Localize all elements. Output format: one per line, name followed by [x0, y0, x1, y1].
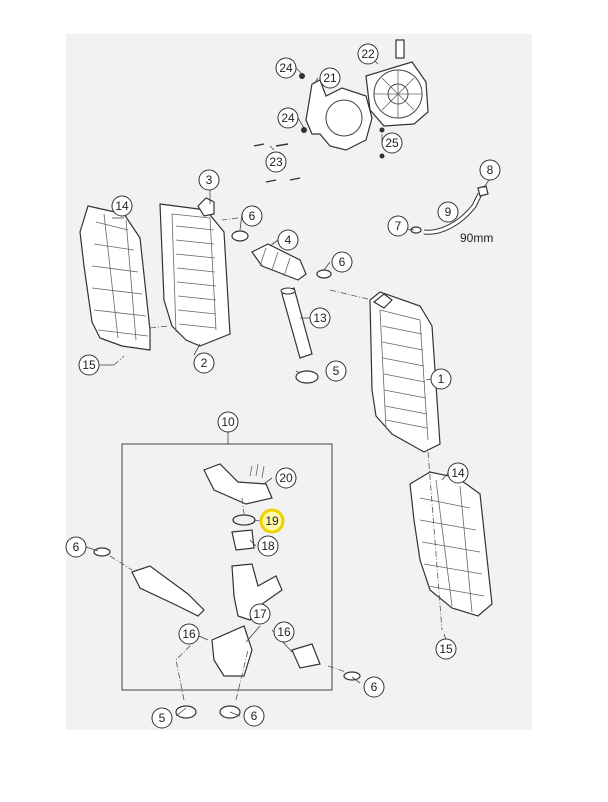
svg-text:6: 6	[371, 680, 378, 694]
callout-15-left[interactable]: 15	[78, 354, 100, 376]
svg-text:18: 18	[261, 539, 275, 553]
callout-17[interactable]: 17	[249, 603, 271, 625]
svg-text:24: 24	[279, 61, 293, 75]
callout-6-right-hose[interactable]: 6	[363, 676, 385, 698]
callout-9[interactable]: 9	[437, 201, 459, 223]
svg-text:5: 5	[333, 364, 340, 378]
svg-text:8: 8	[487, 163, 494, 177]
callout-4[interactable]: 4	[277, 229, 299, 251]
left-radiator-guard	[79, 205, 151, 351]
svg-text:19: 19	[265, 514, 279, 528]
svg-text:14: 14	[451, 466, 465, 480]
callout-5-bottom[interactable]: 5	[151, 707, 173, 729]
callout-2[interactable]: 2	[193, 352, 215, 374]
callout-16-right[interactable]: 16	[273, 621, 295, 643]
callout-3[interactable]: 3	[198, 169, 220, 191]
svg-text:25: 25	[385, 136, 399, 150]
svg-text:2: 2	[201, 356, 208, 370]
screws-23	[253, 143, 301, 183]
svg-text:10: 10	[221, 415, 235, 429]
svg-text:20: 20	[279, 471, 293, 485]
svg-text:24: 24	[281, 111, 295, 125]
callout-21[interactable]: 21	[319, 67, 341, 89]
callout-5-top[interactable]: 5	[325, 360, 347, 382]
left-radiator	[159, 197, 231, 347]
right-radiator-guard	[409, 471, 493, 617]
right-radiator	[369, 291, 441, 453]
radiator-tube	[280, 287, 313, 359]
svg-text:16: 16	[277, 625, 291, 639]
thermostat	[231, 529, 255, 551]
callout-6-bottom[interactable]: 6	[243, 705, 265, 727]
callout-6-left-hose[interactable]: 6	[65, 536, 87, 558]
fan-bracket	[305, 79, 373, 151]
screw-25a	[379, 127, 385, 133]
kit-frame	[121, 443, 333, 691]
svg-text:9: 9	[445, 205, 452, 219]
svg-text:6: 6	[249, 209, 256, 223]
hose-length-label: 90mm	[460, 231, 493, 245]
callout-6-right-radiator[interactable]: 6	[331, 251, 353, 273]
dash-lines	[109, 217, 443, 701]
thermostat-housing	[203, 463, 273, 505]
callout-13[interactable]: 13	[309, 307, 331, 329]
hose-16-left	[131, 565, 205, 617]
callout-18[interactable]: 18	[257, 535, 279, 557]
o-ring	[232, 514, 256, 526]
svg-text:15: 15	[82, 358, 96, 372]
svg-text:23: 23	[269, 155, 283, 169]
svg-text:4: 4	[285, 233, 292, 247]
svg-text:17: 17	[253, 607, 267, 621]
callout-24-mid[interactable]: 24	[277, 107, 299, 129]
callout-23[interactable]: 23	[265, 151, 287, 173]
svg-text:6: 6	[251, 709, 258, 723]
svg-text:6: 6	[339, 255, 346, 269]
svg-text:22: 22	[361, 47, 375, 61]
svg-text:3: 3	[206, 173, 213, 187]
svg-text:14: 14	[115, 199, 129, 213]
callout-14-right[interactable]: 14	[447, 462, 469, 484]
svg-text:1: 1	[438, 372, 445, 386]
screw-25b	[379, 153, 385, 159]
callout-10[interactable]: 10	[217, 411, 239, 433]
svg-text:21: 21	[323, 71, 337, 85]
cooling-fan	[365, 39, 429, 127]
svg-text:6: 6	[73, 540, 80, 554]
callout-24-top[interactable]: 24	[275, 57, 297, 79]
screw-24-top	[299, 73, 305, 79]
small-breather-hose	[410, 185, 489, 235]
callout-20[interactable]: 20	[275, 467, 297, 489]
drawing-background	[66, 34, 532, 730]
hose-coupling	[251, 243, 307, 281]
svg-text:15: 15	[439, 642, 453, 656]
callout-1[interactable]: 1	[430, 368, 452, 390]
callout-6-left-radiator[interactable]: 6	[241, 205, 263, 227]
callout-7[interactable]: 7	[387, 215, 409, 237]
hose-16-right	[291, 643, 321, 669]
callout-8[interactable]: 8	[479, 159, 501, 181]
callout-25[interactable]: 25	[381, 132, 403, 154]
svg-text:5: 5	[159, 711, 166, 725]
callout-22[interactable]: 22	[357, 43, 379, 65]
svg-text:16: 16	[182, 627, 196, 641]
svg-text:13: 13	[313, 311, 327, 325]
callout-16-left[interactable]: 16	[178, 623, 200, 645]
callout-14-left[interactable]: 14	[111, 195, 133, 217]
callout-19-highlighted[interactable]: 19	[259, 508, 285, 534]
svg-text:7: 7	[395, 219, 402, 233]
callout-15-right[interactable]: 15	[435, 638, 457, 660]
screw-24-mid	[301, 127, 307, 133]
coolant-manifold	[211, 563, 283, 677]
